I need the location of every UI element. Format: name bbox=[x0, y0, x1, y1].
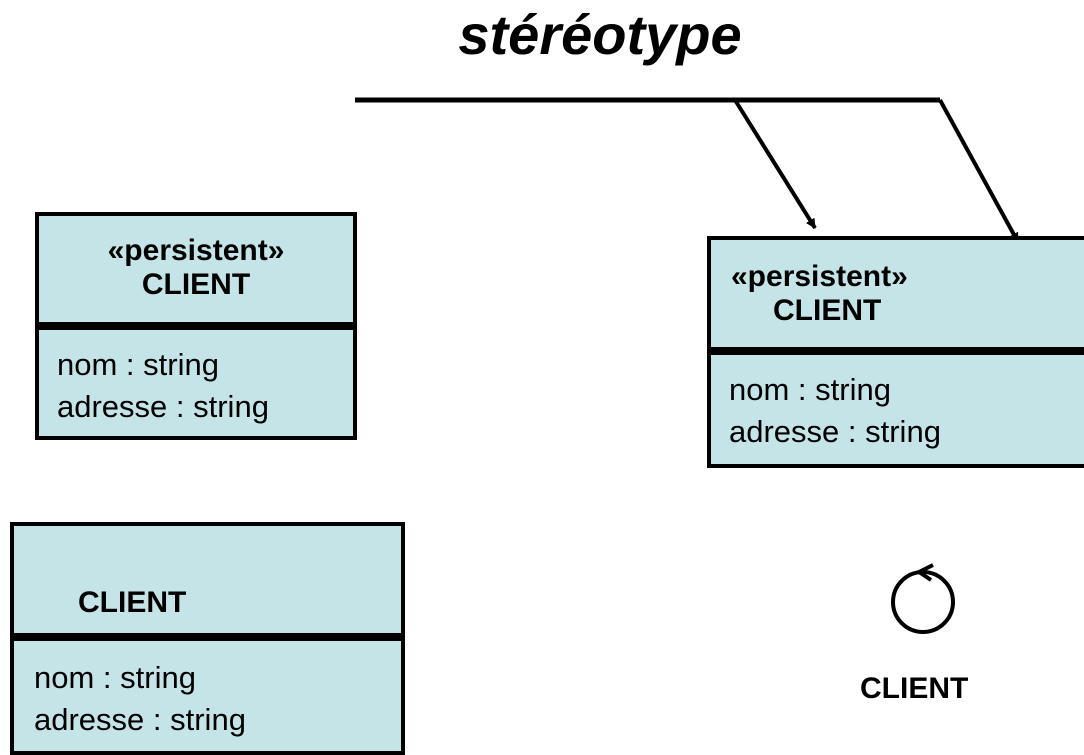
class-header-top-right: «persistent» CLIENT bbox=[707, 236, 1084, 351]
class-attributes-top-left: nom : string adresse : string bbox=[35, 326, 357, 440]
class-header-top-left: «persistent» CLIENT bbox=[35, 212, 357, 326]
class-name: CLIENT bbox=[141, 268, 251, 301]
entity-icon bbox=[891, 563, 955, 634]
class-attributes-bottom-left: nom : string adresse : string bbox=[10, 637, 405, 755]
diagram-title: stéréotype bbox=[458, 3, 742, 66]
class-name: CLIENT bbox=[773, 294, 882, 327]
class-header-bottom-left: CLIENT bbox=[10, 522, 405, 637]
class-name: CLIENT bbox=[78, 586, 187, 619]
stereotype-label: «persistent» bbox=[731, 260, 908, 293]
attribute-adresse: adresse : string bbox=[729, 414, 941, 449]
attribute-adresse: adresse : string bbox=[34, 702, 246, 737]
attribute-nom: nom : string bbox=[57, 347, 219, 382]
attribute-nom: nom : string bbox=[34, 660, 196, 695]
attribute-adresse: adresse : string bbox=[57, 389, 269, 424]
class-name: CLIENT bbox=[860, 672, 969, 705]
attribute-nom: nom : string bbox=[729, 372, 891, 407]
stereotype-label: «persistent» bbox=[107, 234, 285, 267]
arrow-to-stereotype bbox=[733, 98, 817, 230]
class-attributes-top-right: nom : string adresse : string bbox=[707, 351, 1084, 468]
arrow-to-icon bbox=[938, 99, 1020, 243]
